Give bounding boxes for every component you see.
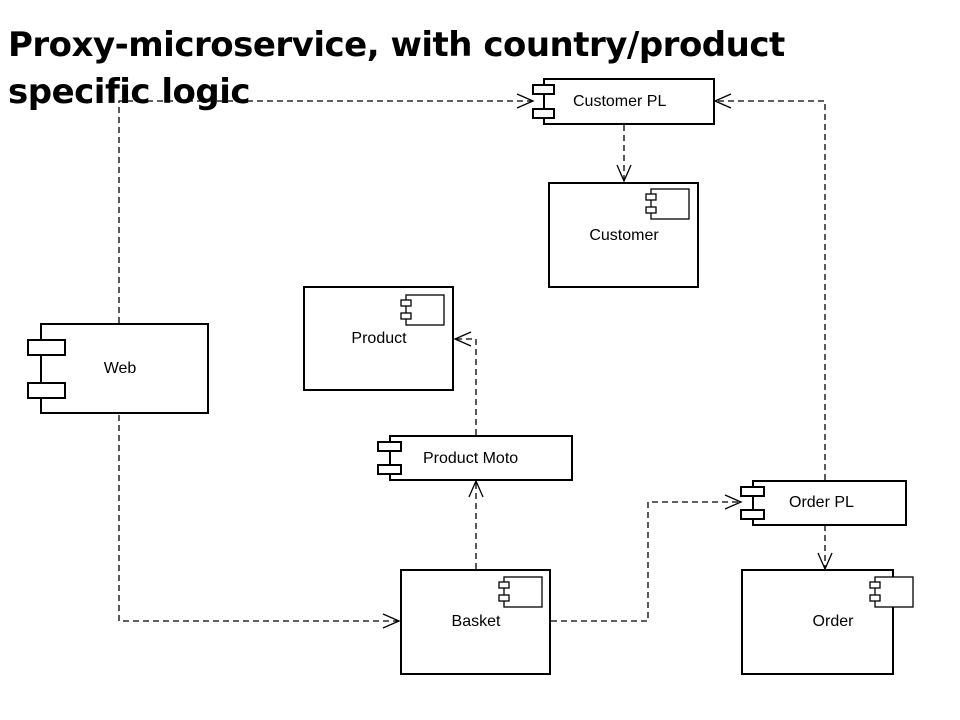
web-component bbox=[27, 323, 209, 414]
edge-basket-to-order-pl bbox=[551, 494, 743, 622]
edge-product-moto-to-product bbox=[453, 331, 477, 435]
order-label: Order bbox=[813, 613, 855, 630]
page-title: Proxy-microservice, with country/product… bbox=[8, 25, 785, 112]
order-pl-label: Order PL bbox=[789, 494, 854, 511]
customer-component bbox=[548, 182, 699, 288]
basket-label: Basket bbox=[452, 613, 501, 630]
component-icon bbox=[498, 576, 543, 608]
order-component bbox=[741, 569, 914, 675]
order-pl-component bbox=[740, 480, 907, 526]
product-moto-label: Product Moto bbox=[423, 450, 518, 467]
product-component bbox=[303, 286, 454, 391]
customer-pl-component bbox=[532, 78, 715, 125]
edge-order-pl-to-customer-pl bbox=[713, 93, 826, 480]
edge-web-to-customer-pl bbox=[118, 93, 535, 323]
customer-pl-label: Customer PL bbox=[573, 93, 666, 110]
customer-label: Customer bbox=[589, 227, 659, 244]
basket-component bbox=[400, 569, 551, 675]
product-label: Product bbox=[351, 330, 407, 347]
component-icon bbox=[869, 576, 914, 608]
component-icon bbox=[400, 294, 445, 326]
product-moto-component bbox=[377, 435, 573, 481]
component-icon bbox=[645, 188, 690, 220]
edge-web-to-basket bbox=[118, 415, 401, 629]
web-label: Web bbox=[104, 360, 137, 377]
